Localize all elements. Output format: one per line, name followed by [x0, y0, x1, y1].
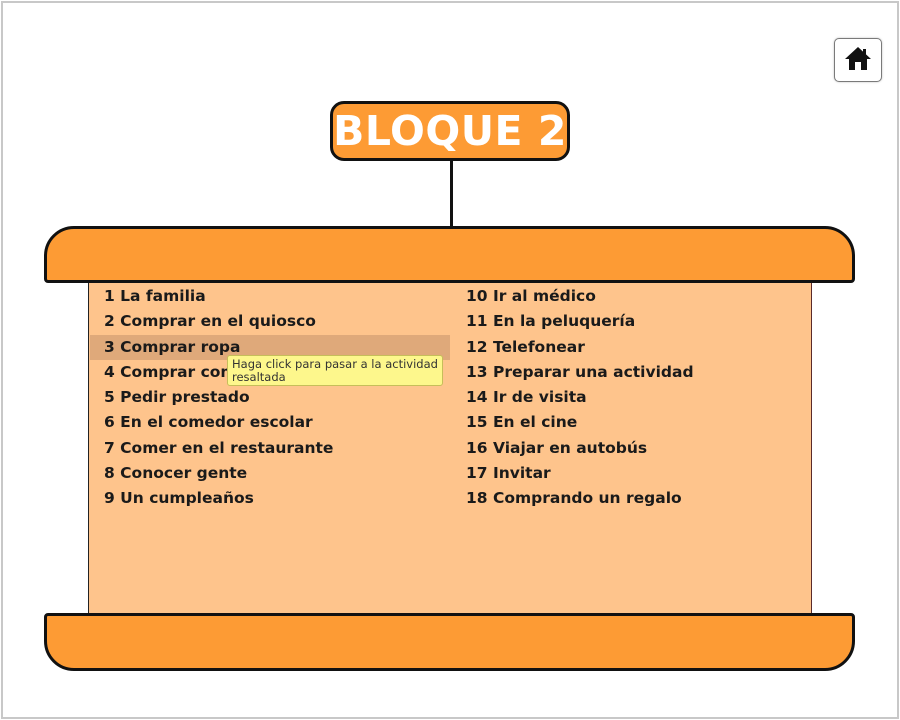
activity-item-8[interactable]: 8 Conocer gente — [104, 464, 248, 483]
activity-item-11[interactable]: 11 En la peluquería — [466, 312, 636, 331]
panel-top-bar — [44, 226, 855, 283]
panel-bottom-bar — [44, 613, 855, 671]
activity-item-9[interactable]: 9 Un cumpleaños — [104, 489, 254, 508]
home-button[interactable] — [834, 38, 882, 82]
activity-item-18[interactable]: 18 Comprando un regalo — [466, 489, 682, 508]
title-connector-line — [450, 161, 453, 227]
home-icon — [844, 45, 872, 75]
activity-item-17[interactable]: 17 Invitar — [466, 464, 551, 483]
activity-column-left: 1 La familia 2 Comprar en el quiosco 3 C… — [90, 284, 450, 512]
activity-item-6[interactable]: 6 En el comedor escolar — [104, 413, 313, 432]
activity-item-7[interactable]: 7 Comer en el restaurante — [104, 438, 334, 457]
title-box: BLOQUE 2 — [330, 101, 570, 161]
page-title: BLOQUE 2 — [333, 107, 567, 155]
activity-item-16[interactable]: 16 Viajar en autobús — [466, 438, 648, 457]
activity-item-13[interactable]: 13 Preparar una actividad — [466, 362, 694, 381]
activity-item-14[interactable]: 14 Ir de visita — [466, 388, 587, 407]
activity-item-4[interactable]: 4 Comprar comida — [104, 362, 264, 381]
activity-item-12[interactable]: 12 Telefonear — [466, 337, 585, 356]
activity-item-10[interactable]: 10 Ir al médico — [466, 287, 596, 305]
activity-item-1[interactable]: 1 La familia — [104, 287, 206, 305]
activity-item-5[interactable]: 5 Pedir prestado — [104, 388, 250, 407]
activity-item-2[interactable]: 2 Comprar en el quiosco — [104, 312, 316, 331]
tooltip: Haga click para pasar a la actividad res… — [227, 355, 443, 386]
activity-column-right: 10 Ir al médico 11 En la peluquería 12 T… — [452, 284, 812, 512]
activity-item-15[interactable]: 15 En el cine — [466, 413, 578, 432]
